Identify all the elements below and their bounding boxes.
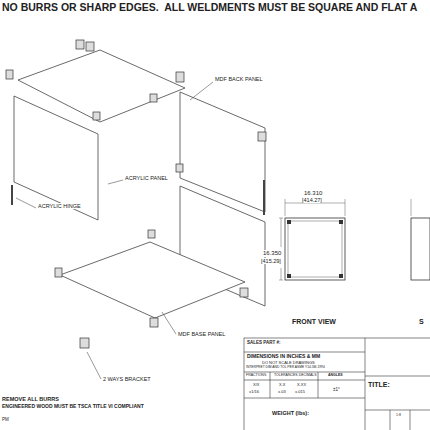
title-block-text: TOLERANCES DECIMALS	[274, 374, 317, 378]
title-block-text: 1:8	[396, 414, 401, 418]
title-block-text: WEIGHT (lbs):	[272, 410, 309, 416]
title-block-text: ANGLES	[328, 374, 343, 378]
title-block-text: ±1/16	[249, 390, 259, 394]
title-block-text: INTERPRET DIM AND TOL PER ASME Y14.5M-19…	[246, 366, 325, 370]
title-block-text: X/X	[253, 383, 259, 387]
title-block-text: ±.03	[278, 390, 286, 394]
title-block-text: FRACTIONS	[246, 374, 266, 378]
part-label: MDF BACK PANEL	[215, 76, 263, 82]
title-block-text: DIMENSIONS IN INCHES & MM	[247, 354, 320, 360]
title-block-text: SALES PART #:	[247, 341, 280, 346]
dimension: 16.310	[304, 190, 322, 197]
view-title: S	[419, 318, 424, 326]
part-label: ACRYLIC HINGE	[38, 203, 81, 209]
dimension: [414.27]	[302, 197, 322, 203]
dimension: [415.29]	[261, 258, 281, 264]
note: ENGINEERED WOOD MUST BE TSCA TITLE VI CO…	[2, 404, 144, 410]
note: PM	[2, 418, 9, 423]
part-label: ACRYLIC PANEL	[125, 175, 168, 181]
view-title: FRONT VIEW	[292, 318, 336, 326]
note: REMOVE ALL BURRS	[2, 396, 59, 402]
title-block-text: DO NOT SCALE DRAWINGS	[262, 361, 315, 365]
title-block-text: X.X	[279, 383, 285, 387]
title-block-text: ±1°	[333, 388, 340, 393]
header-note: NO BURRS OR SHARP EDGES. ALL WELDMENTS M…	[2, 2, 417, 14]
part-label: 2 WAYS BRACKET	[103, 376, 151, 382]
title-block-text: X.XX	[297, 383, 306, 387]
title-block-text: TITLE:	[368, 381, 390, 389]
title-block-text: ±.015	[295, 390, 305, 394]
dimension: 16.350	[263, 250, 281, 257]
part-label: MDF BASE PANEL	[178, 331, 225, 337]
